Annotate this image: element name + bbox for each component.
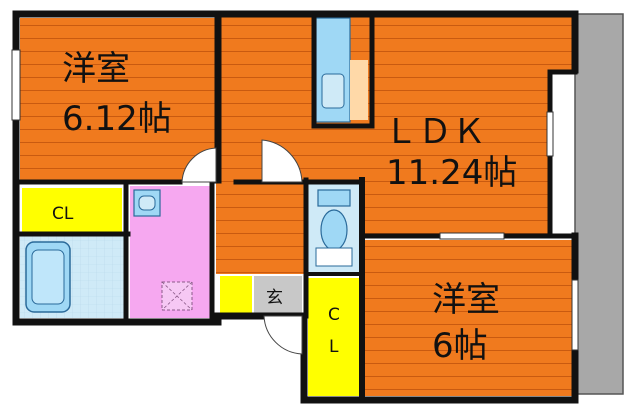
doors — [181, 139, 303, 355]
fridge-space — [350, 60, 368, 120]
windows — [11, 49, 579, 351]
hallway-floor — [216, 182, 304, 274]
western-room-2-name: 洋室 — [432, 280, 500, 320]
balcony — [575, 14, 623, 394]
closet-1-label: CL — [52, 204, 74, 224]
western-room-2-floor — [364, 240, 572, 396]
ldk-size: 11.24帖 — [386, 153, 517, 193]
closet-2-label-line1: C — [328, 305, 340, 325]
western-room-1-floor — [20, 18, 216, 182]
western-room-2-size: 6帖 — [432, 326, 488, 366]
toilet — [320, 209, 348, 251]
entrance-closet — [220, 276, 252, 314]
closet-1 — [22, 188, 122, 232]
entrance — [254, 276, 302, 314]
closet-2-label-line2: L — [329, 337, 339, 357]
closet-2 — [308, 278, 360, 396]
western-room-1-size: 6.12帖 — [62, 99, 172, 139]
entrance-label: 玄 — [266, 288, 283, 308]
ldk-name: ＬＤＫ — [384, 112, 486, 152]
western-room-1-name: 洋室 — [62, 49, 130, 89]
